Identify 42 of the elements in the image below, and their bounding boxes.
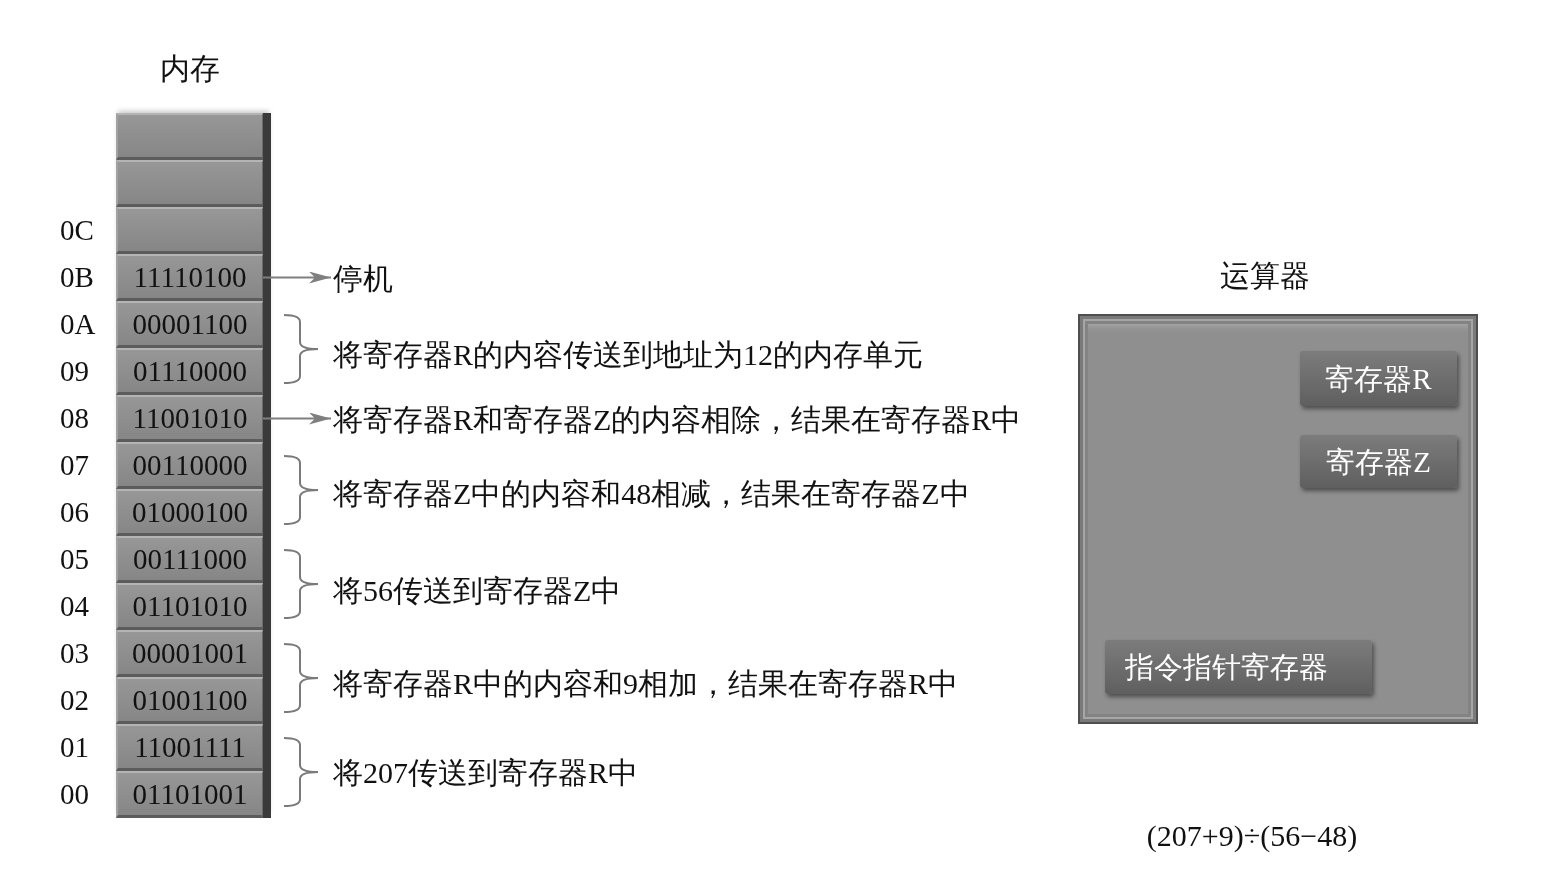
- instruction-note: 将56传送到寄存器Z中: [333, 573, 622, 609]
- register-box: 指令指针寄存器: [1105, 640, 1372, 694]
- binary-value: 01001100: [131, 683, 249, 718]
- address-label: 02: [60, 683, 89, 718]
- memory-cell: [116, 113, 263, 160]
- instruction-note: 将寄存器R的内容传送到地址为12的内存单元: [333, 337, 923, 373]
- address-label: 05: [60, 542, 89, 577]
- address-label: 0B: [60, 260, 94, 295]
- binary-value: 01000100: [131, 495, 249, 530]
- instruction-note: 将寄存器R中的内容和9相加，结果在寄存器R中: [333, 666, 959, 702]
- binary-value: 01101001: [131, 777, 249, 812]
- address-label: 0A: [60, 307, 96, 342]
- binary-value: 11001111: [133, 730, 247, 765]
- address-label: 01: [60, 730, 89, 765]
- binary-value: 11001010: [131, 401, 249, 436]
- instruction-note: 将207传送到寄存器R中: [333, 755, 638, 791]
- binary-value: 00111000: [132, 542, 248, 577]
- address-label: 0C: [60, 213, 94, 248]
- instruction-note: 停机: [333, 261, 393, 297]
- address-label: 08: [60, 401, 89, 436]
- formula-text: (207+9)÷(56−48): [1146, 818, 1358, 854]
- address-label: 04: [60, 589, 89, 624]
- binary-value: 00110000: [131, 448, 249, 483]
- binary-value: 01110000: [132, 354, 248, 389]
- binary-value: 11110100: [132, 260, 248, 295]
- column-heading: 内存: [160, 51, 220, 87]
- arrow: [262, 412, 332, 425]
- memory-cell: [116, 160, 263, 207]
- register-box: 寄存器Z: [1300, 435, 1457, 488]
- address-label: 00: [60, 777, 89, 812]
- binary-value: 01101010: [131, 589, 249, 624]
- address-label: 07: [60, 448, 89, 483]
- register-box: 寄存器R: [1300, 351, 1457, 406]
- arrow: [262, 271, 332, 284]
- address-label: 09: [60, 354, 89, 389]
- instruction-note: 将寄存器R和寄存器Z的内容相除，结果在寄存器R中: [333, 402, 1022, 438]
- panel-heading: 运算器: [1220, 258, 1310, 294]
- binary-value: 00001001: [131, 636, 249, 671]
- address-label: 06: [60, 495, 89, 530]
- instruction-note: 将寄存器Z中的内容和48相减，结果在寄存器Z中: [333, 476, 970, 512]
- binary-value: 00001100: [131, 307, 249, 342]
- address-label: 03: [60, 636, 89, 671]
